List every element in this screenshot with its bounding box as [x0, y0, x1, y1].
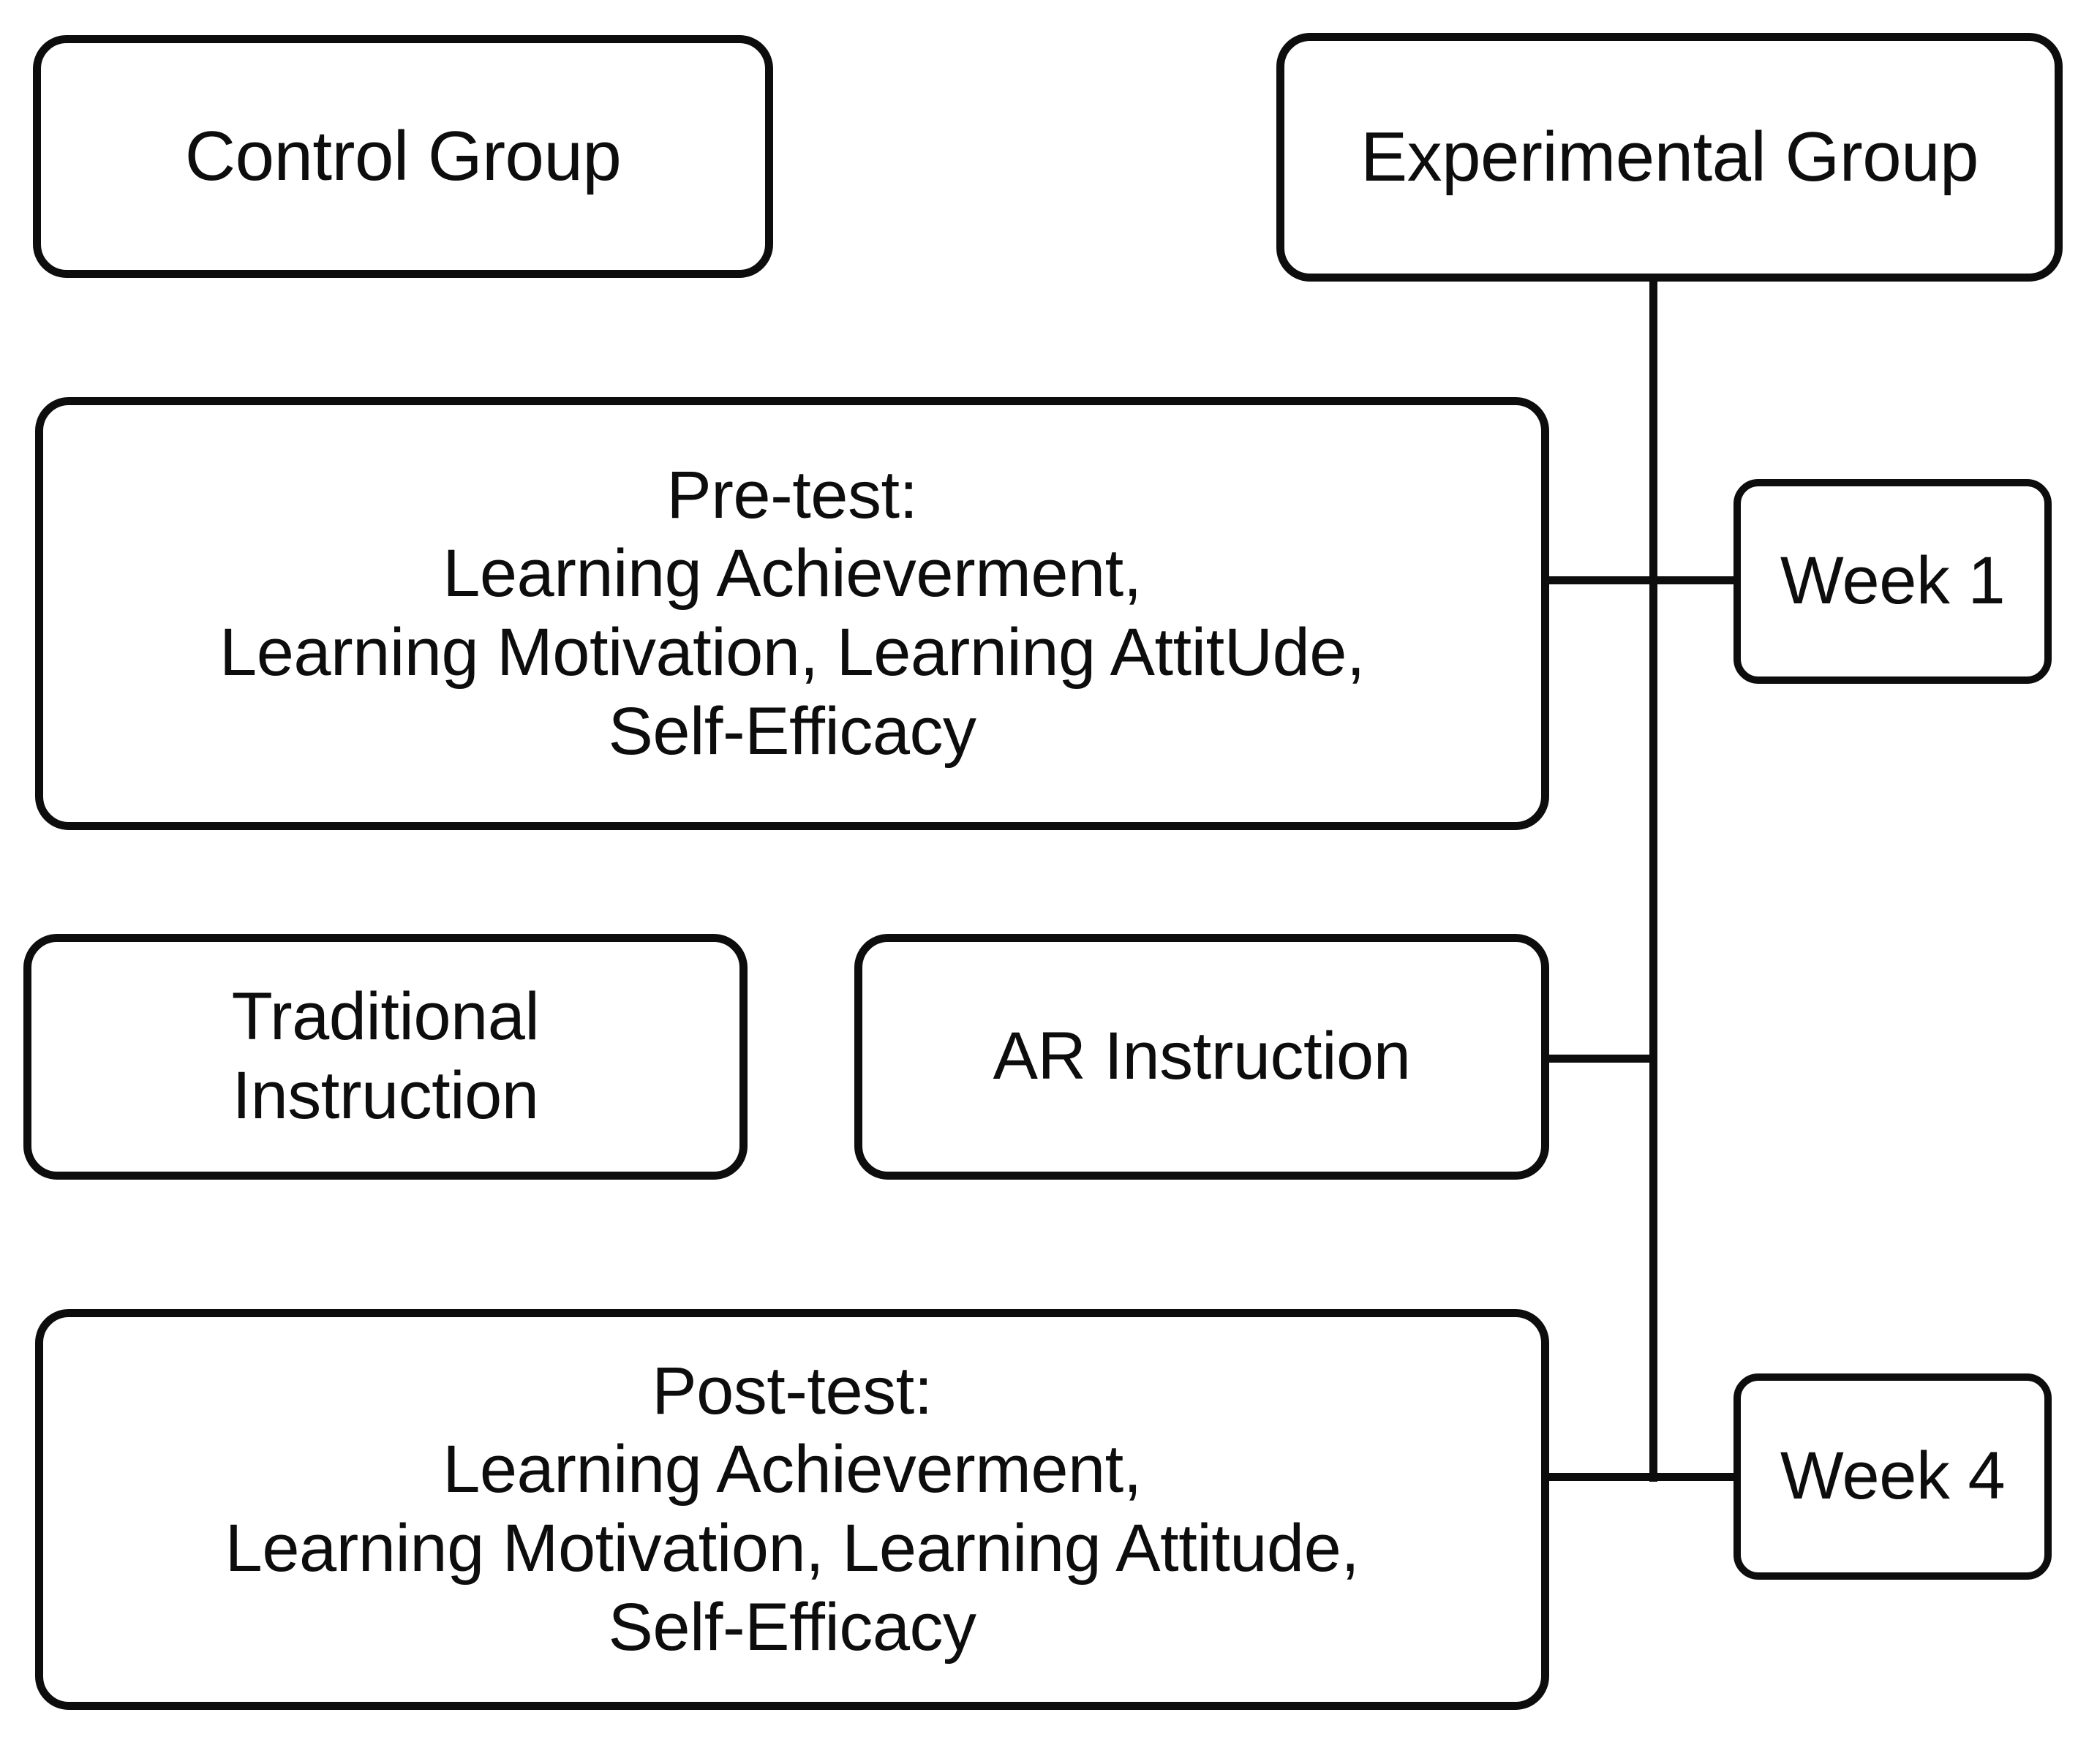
node-pretest: Pre-test: Learning Achieverment, Learnin… — [35, 397, 1549, 830]
node-posttest: Post-test: Learning Achieverment, Learni… — [35, 1309, 1549, 1710]
node-traditional-instruction: Traditional Instruction — [23, 934, 748, 1180]
connector-posttest-to-week4 — [1543, 1473, 1739, 1481]
node-ar-instruction: AR Instruction — [854, 934, 1549, 1180]
node-week-1: Week 1 — [1733, 479, 2052, 684]
node-week-4: Week 4 — [1733, 1373, 2052, 1580]
connector-experimental-group-trunk — [1649, 276, 1657, 1482]
node-experimental-group: Experimental Group — [1276, 33, 2063, 282]
connector-pretest-to-week1 — [1543, 576, 1739, 584]
node-control-group: Control Group — [33, 35, 773, 278]
connector-ar-instruction-to-trunk — [1543, 1055, 1657, 1063]
